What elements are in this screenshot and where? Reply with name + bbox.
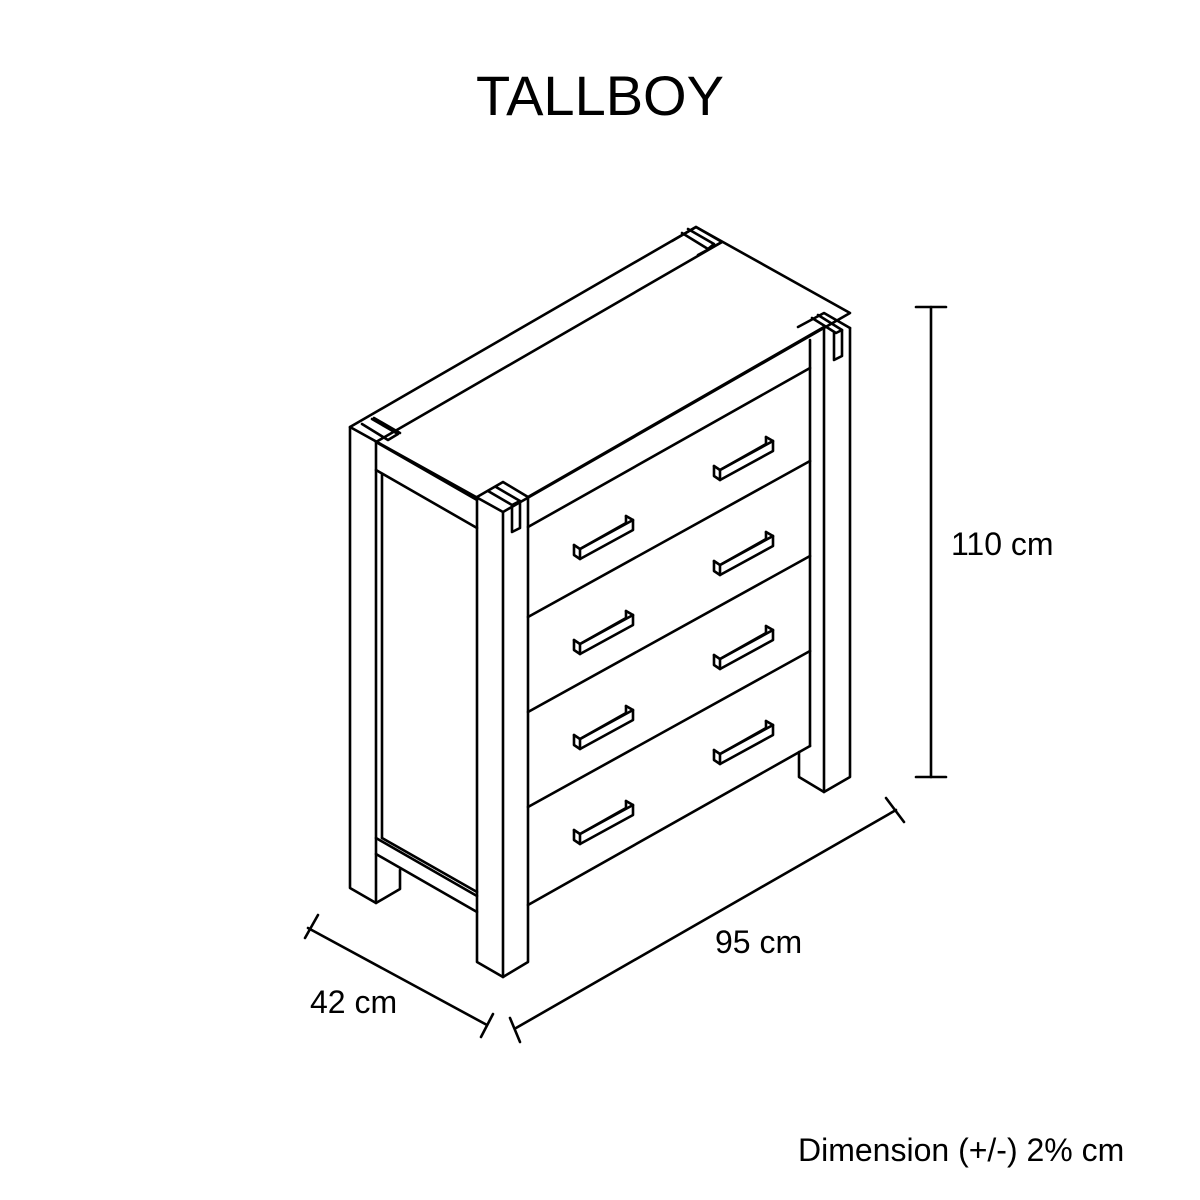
height-dimension-line [914, 305, 948, 779]
handle-drawer4-right [712, 719, 775, 766]
width-dimension-line [508, 796, 906, 1044]
handle-drawer2-left [572, 514, 635, 561]
handle-drawer2-right [712, 530, 775, 577]
front-right-leg [797, 325, 852, 794]
left-side-panel [374, 440, 479, 914]
handle-drawer5-left [572, 799, 635, 846]
rear-left-leg [348, 425, 402, 905]
drawer-fronts [526, 366, 812, 907]
diagram-title: TALLBOY [476, 64, 724, 127]
drawer-handles [572, 435, 775, 846]
handle-drawer4-left [572, 704, 635, 751]
tolerance-footnote: Dimension (+/-) 2% cm [798, 1132, 1125, 1168]
handle-drawer3-right [712, 624, 775, 671]
front-left-leg [475, 495, 530, 979]
depth-dimension-line [303, 913, 495, 1039]
handle-drawer3-left [572, 609, 635, 656]
height-label: 110 cm [951, 526, 1054, 562]
top-surface [348, 225, 852, 514]
depth-label: 42 cm [310, 984, 398, 1020]
width-label: 95 cm [715, 924, 803, 960]
handle-drawer1-right [712, 435, 775, 482]
